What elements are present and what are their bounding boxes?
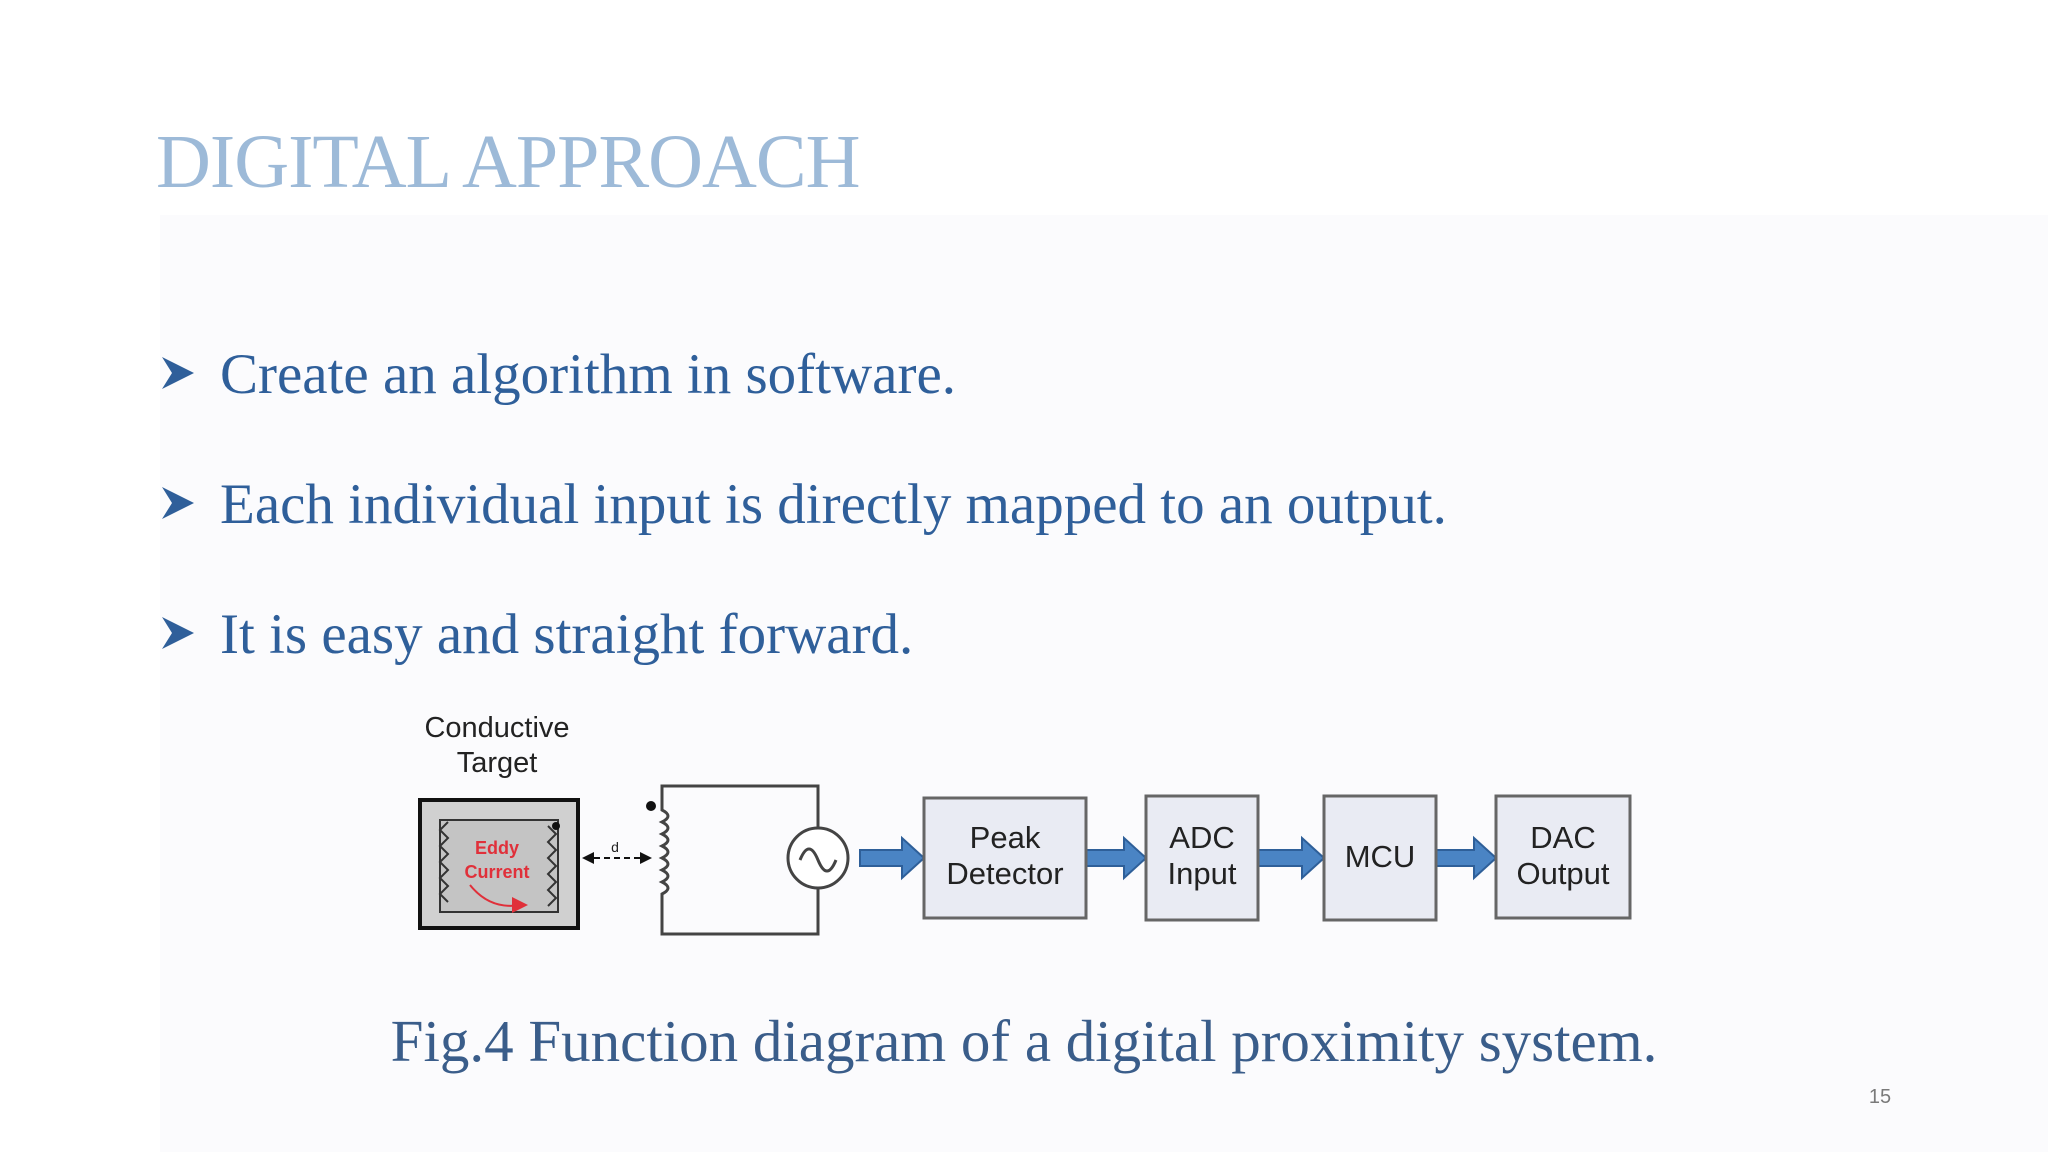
signal-arrow xyxy=(859,835,926,881)
block-peak-detector xyxy=(922,796,1088,920)
signal-arrow xyxy=(1085,835,1148,881)
block-label-line2: Input xyxy=(1168,856,1237,891)
block-label-line1: MCU xyxy=(1345,839,1416,874)
sensor-coil-circuit xyxy=(646,784,850,936)
target-label-line2: Target xyxy=(457,747,538,779)
block-label-line1: Peak xyxy=(970,820,1041,855)
arrow-bullet-icon xyxy=(158,600,220,670)
arrow-bullet-icon xyxy=(158,340,220,410)
page-number: 15 xyxy=(1868,1086,1892,1108)
figure-caption: Fig.4 Function diagram of a digital prox… xyxy=(390,1008,1658,1074)
slide-background xyxy=(160,215,2048,1152)
bullet-text: It is easy and straight forward. xyxy=(220,603,914,666)
conductive-target xyxy=(418,798,580,930)
block-label-line1: DAC xyxy=(1530,820,1595,855)
block-adc-input xyxy=(1144,794,1260,922)
arrow-bullet-icon xyxy=(158,470,220,540)
bullet-item: Each individual input is directly mapped… xyxy=(158,470,1447,600)
bullet-list: Create an algorithm in software. Each in… xyxy=(158,340,1447,730)
bullet-item: It is easy and straight forward. xyxy=(158,600,1447,730)
eddy-label-line2: Current xyxy=(464,862,529,882)
bullet-text: Create an algorithm in software. xyxy=(220,343,956,406)
eddy-label-line1: Eddy xyxy=(475,838,519,858)
block-label-line1: ADC xyxy=(1169,820,1234,855)
block-mcu xyxy=(1322,794,1438,922)
block-label-line2: Output xyxy=(1516,856,1609,891)
distance-indicator xyxy=(582,852,652,864)
bullet-item: Create an algorithm in software. xyxy=(158,340,1447,470)
block-label-line2: Detector xyxy=(946,856,1063,891)
slide-title: DIGITAL APPROACH xyxy=(156,120,860,204)
distance-label: d xyxy=(611,839,619,855)
bullet-text: Each individual input is directly mapped… xyxy=(220,473,1447,536)
signal-arrow xyxy=(1257,835,1326,881)
signal-arrow xyxy=(1435,835,1498,881)
block-dac-output xyxy=(1494,794,1632,920)
target-label-line1: Conductive xyxy=(424,712,569,744)
